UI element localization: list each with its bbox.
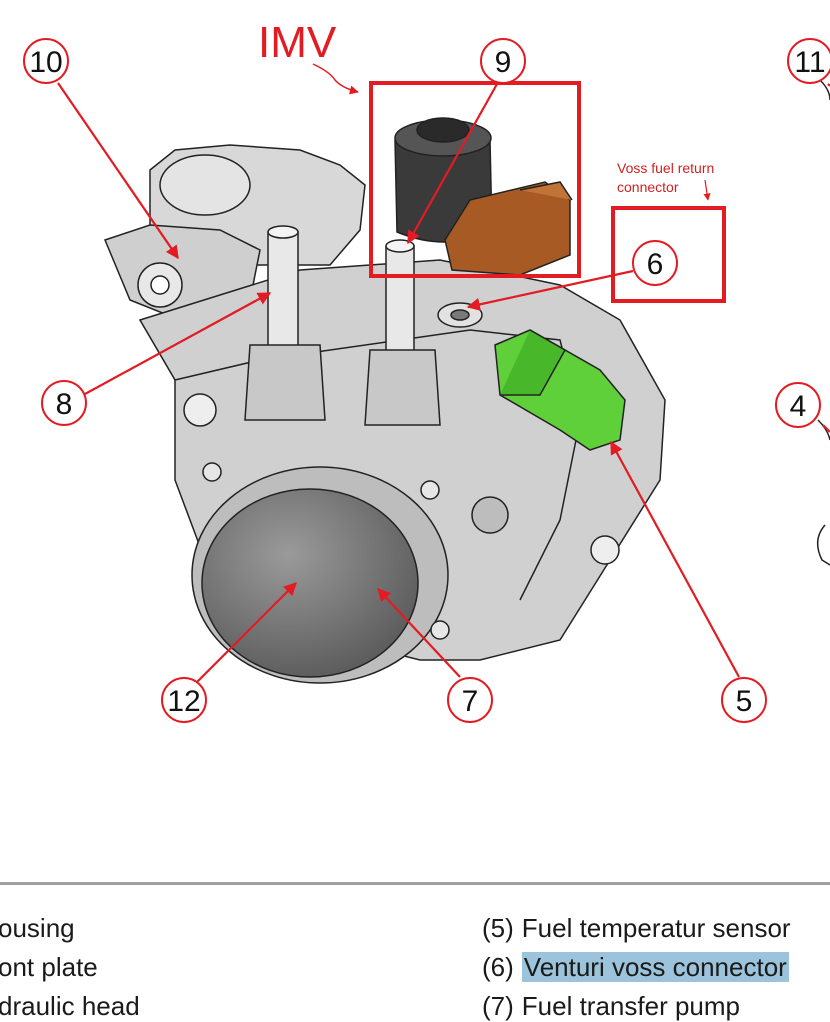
legend-item-5-text: Fuel temperatur sensor [521,913,791,943]
callout-circles [23,38,830,723]
callout-10-circle [23,38,69,84]
adjacent-part-right [816,79,830,566]
legend-item-7: (7)Fuel transfer pump [482,990,740,1022]
legend-item-6-text-selected[interactable]: Venturi voss connector [521,952,789,982]
imv-label: IMV [258,18,337,67]
arrow-10 [57,82,179,260]
callout-12-label: 12 [167,685,200,718]
callout-6-circle [632,240,678,286]
voss-annotation: Voss fuel return connector [617,160,718,195]
pump-illustration [103,117,666,684]
callout-8-circle [41,380,87,426]
callout-6-label: 6 [647,248,664,281]
callout-7-circle [447,677,493,723]
callout-arrows [57,82,830,683]
arrow-8 [84,292,272,395]
voss-pointer-arrow [703,179,711,201]
callout-8-label: 8 [56,388,73,421]
arrow-6 [466,269,634,311]
callout-11-circle [787,38,830,84]
arrow-4-stub [822,424,830,433]
callout-4-label: 4 [790,390,807,423]
callout-7-label: 7 [462,685,479,718]
imv-pointer-arrow [312,63,359,95]
legend-item-5: (5)Fuel temperatur sensor [482,912,791,944]
legend-left-item-1: ousing [0,913,75,943]
callout-5-circle [721,677,767,723]
voss-annotation-line-1: Voss fuel return [617,160,714,176]
legend-item-6: (6)Venturi voss connector [482,951,789,983]
callout-10-label: 10 [29,46,62,79]
legend-item-7-num: (7) [482,991,514,1021]
imv-highlight-box [369,81,581,278]
fuel-pump-diagram: IMV Voss fuel return connector 10 9 11 6… [23,18,830,723]
arrow-9 [407,83,498,245]
legend-item-6-num: (6) [482,952,514,982]
legend-item-5-num: (5) [482,913,514,943]
voss-annotation-line-2: connector [617,179,679,195]
arrow-5 [610,440,740,678]
legend-left-item-2: ont plate [0,952,98,982]
callout-9-circle [480,38,526,84]
callout-5-label: 5 [736,685,753,718]
legend-item-7-text: Fuel transfer pump [521,991,740,1021]
legend-divider [0,882,830,885]
arrow-12 [196,582,297,683]
arrow-7 [377,588,461,678]
callout-11-label: 11 [794,46,825,79]
legend-left-item-3: draulic head [0,991,140,1021]
callout-4-circle [775,382,821,428]
callout-12-circle [161,677,207,723]
callout-9-label: 9 [495,46,512,79]
voss-highlight-box [611,206,726,303]
